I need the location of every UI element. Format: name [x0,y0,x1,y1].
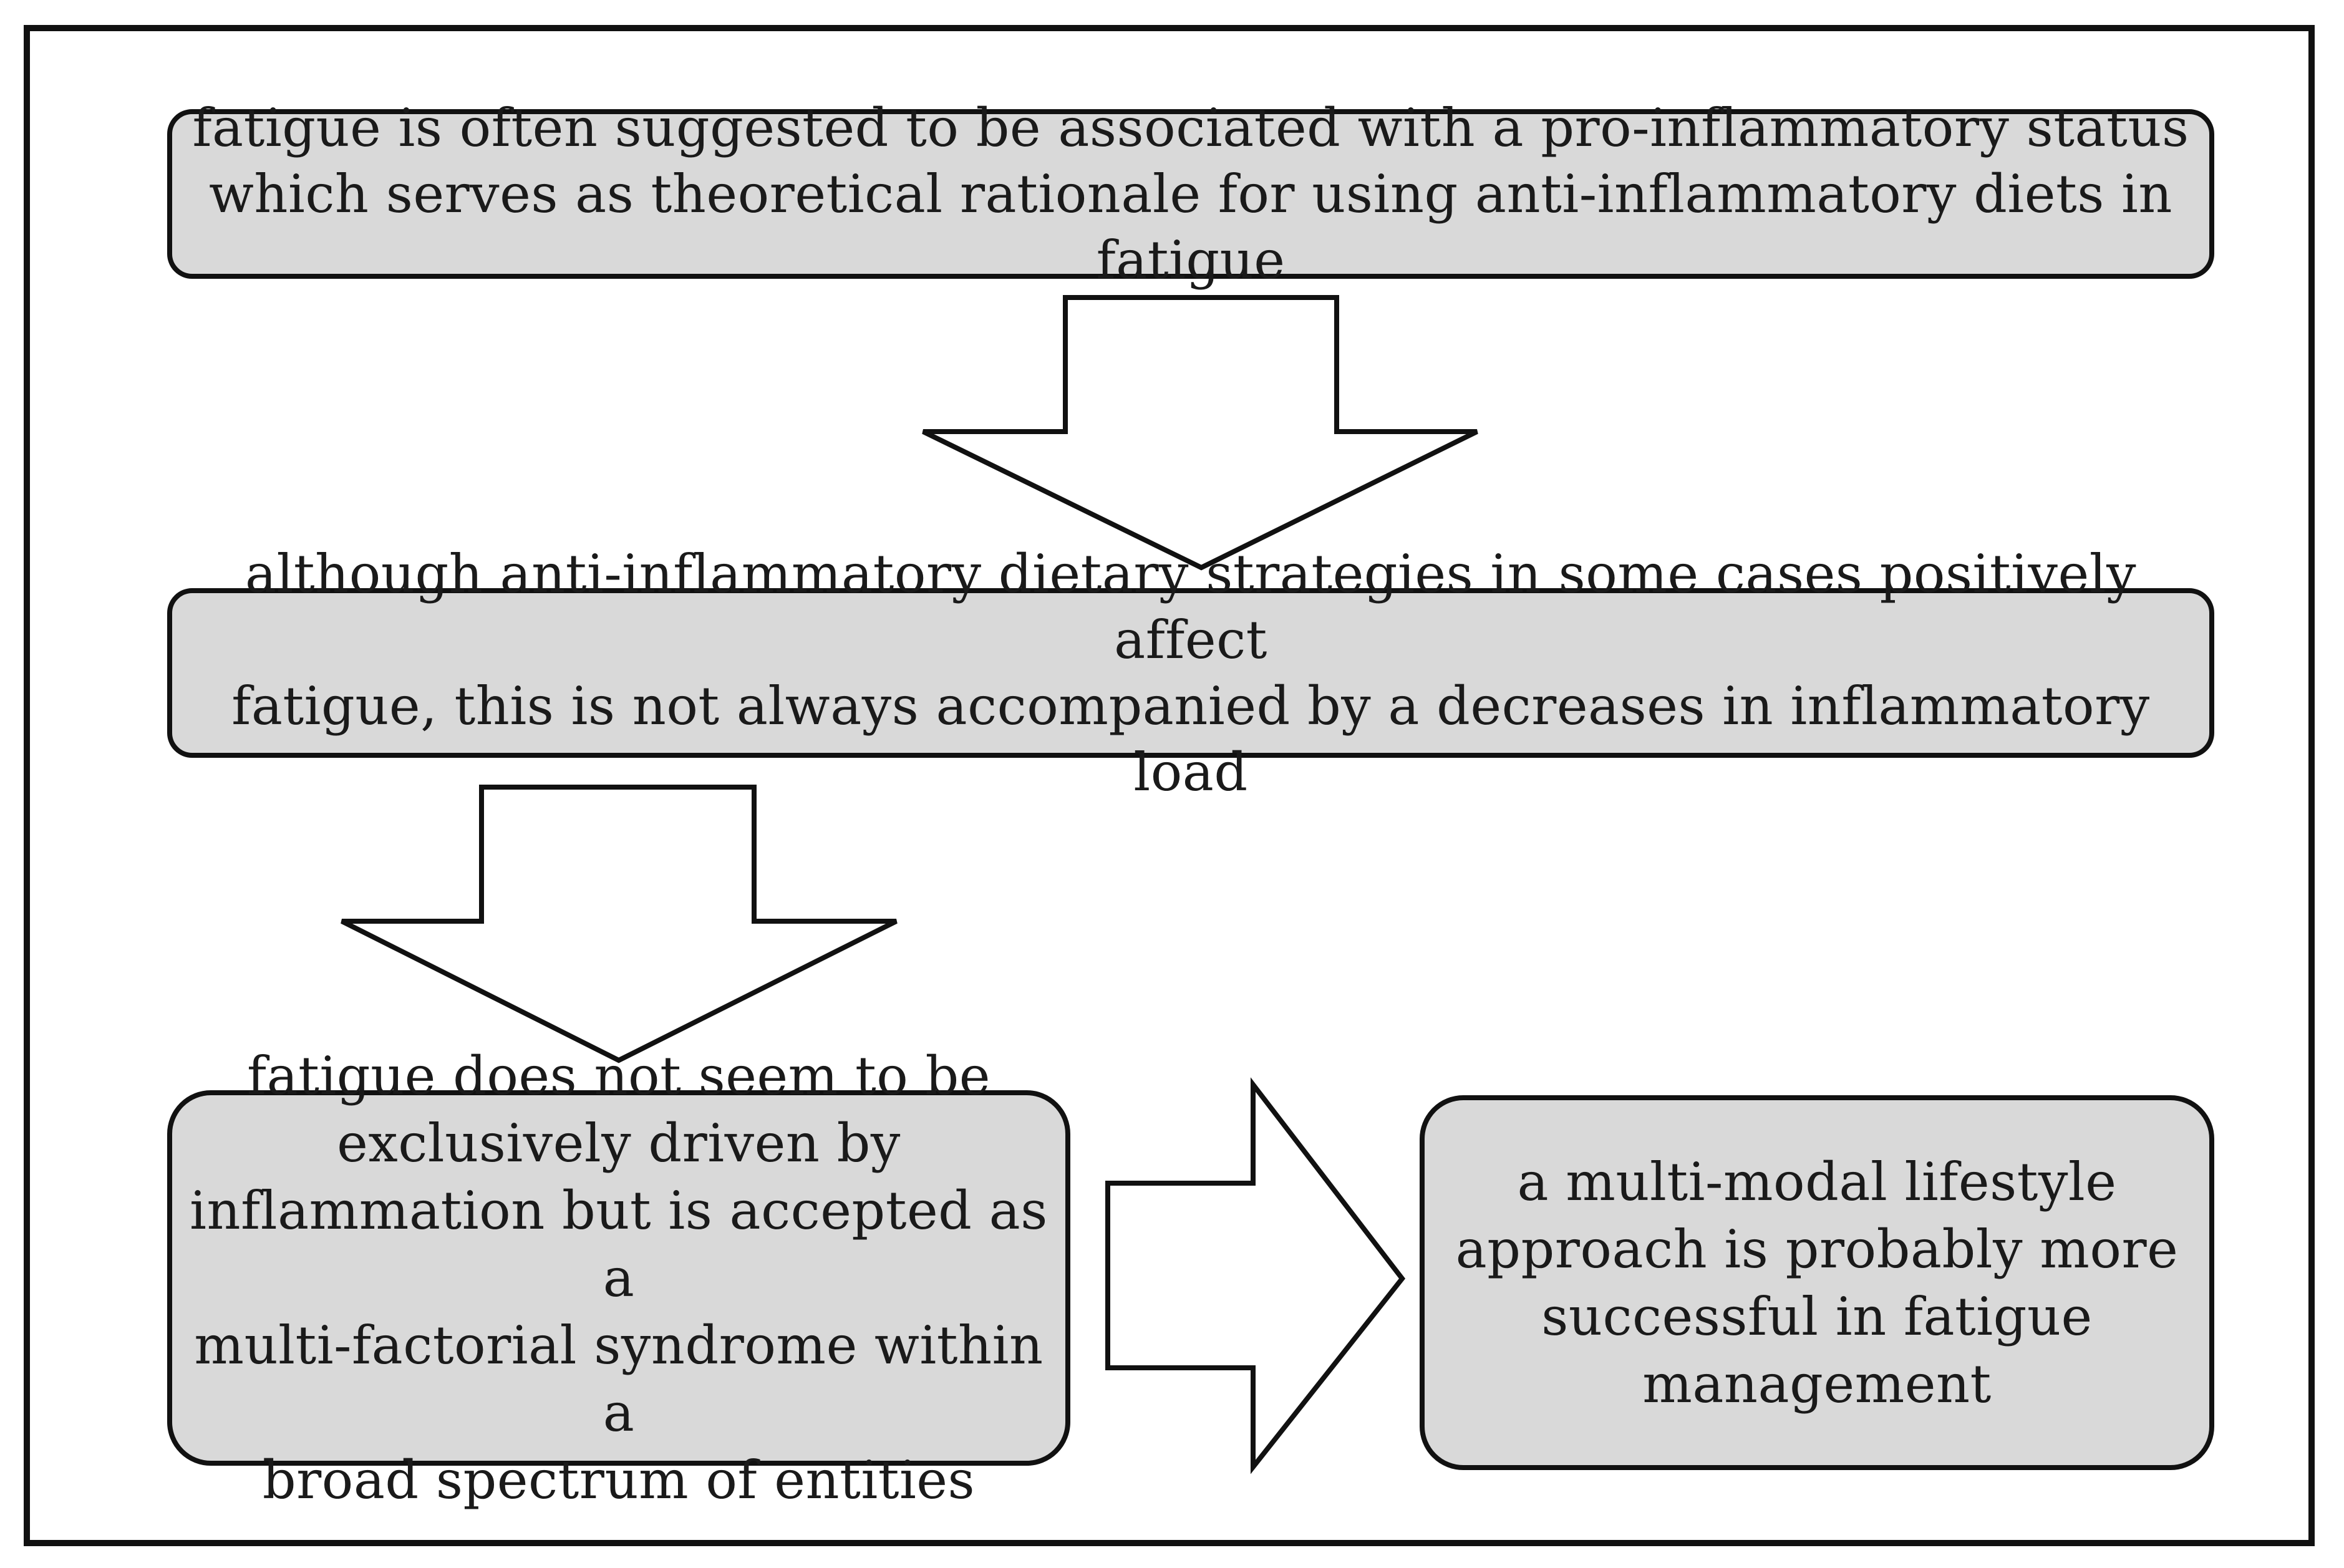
box-dietary-strategies: although anti-inflammatory dietary strat… [167,543,2214,803]
box-bottom-right-text: a multi-modal lifestyle approach is prob… [1455,1151,2179,1415]
box-top-text: fatigue is often suggested to be associa… [192,97,2189,291]
box-middle-text: although anti-inflammatory dietary strat… [231,543,2150,803]
box-multimodal-lifestyle: a multi-modal lifestyle approach is prob… [1420,1095,2214,1470]
box-pro-inflammatory-rationale: fatigue is often suggested to be associa… [167,97,2214,291]
box-bottom-left-text: fatigue does not seem to be exclusively … [190,1045,1048,1511]
diagram-frame [24,25,2315,1546]
box-multifactorial-syndrome: fatigue does not seem to be exclusively … [167,1045,1070,1511]
